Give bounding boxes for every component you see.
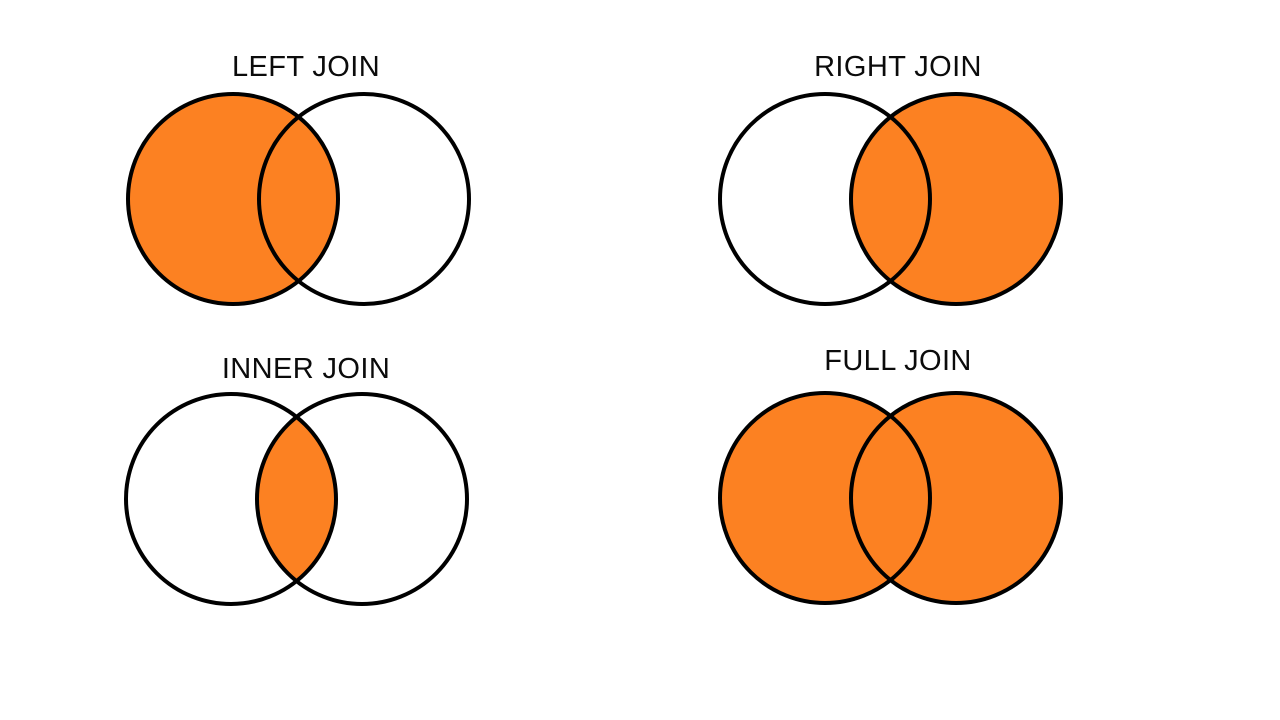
venn-left-circle-outline: [124, 392, 338, 606]
venn-right-circle-outline: [849, 92, 1063, 306]
venn-left-circle-outline: [718, 391, 932, 605]
venn-right-circle-outline: [849, 391, 1063, 605]
venn-figure-full-join: [698, 388, 1098, 618]
panel-title-inner-join: INNER JOIN: [221, 353, 391, 385]
panel-title-left-join: LEFT JOIN: [231, 51, 381, 83]
venn-figure-right-join: [698, 86, 1098, 316]
panel-full-join: FULL JOIN: [698, 338, 1098, 628]
venn-right-circle-outline: [255, 392, 469, 606]
venn-intersection-fill: [257, 394, 336, 604]
panel-left-join: LEFT JOIN: [106, 44, 506, 324]
panel-inner-join: INNER JOIN: [106, 346, 506, 626]
venn-left-circle-outline: [718, 92, 932, 306]
venn-intersection-fill: [259, 94, 338, 304]
venn-figure-inner-join: [106, 386, 506, 616]
panel-title-right-join: RIGHT JOIN: [814, 51, 982, 83]
venn-left-circle-outline: [126, 92, 340, 306]
venn-figure-left-join: [106, 86, 506, 316]
panel-title-full-join: FULL JOIN: [824, 345, 972, 377]
venn-right-circle-outline: [257, 92, 471, 306]
panel-right-join: RIGHT JOIN: [698, 44, 1098, 324]
venn-intersection-fill: [851, 393, 1061, 603]
venn-intersection-fill: [851, 94, 930, 304]
